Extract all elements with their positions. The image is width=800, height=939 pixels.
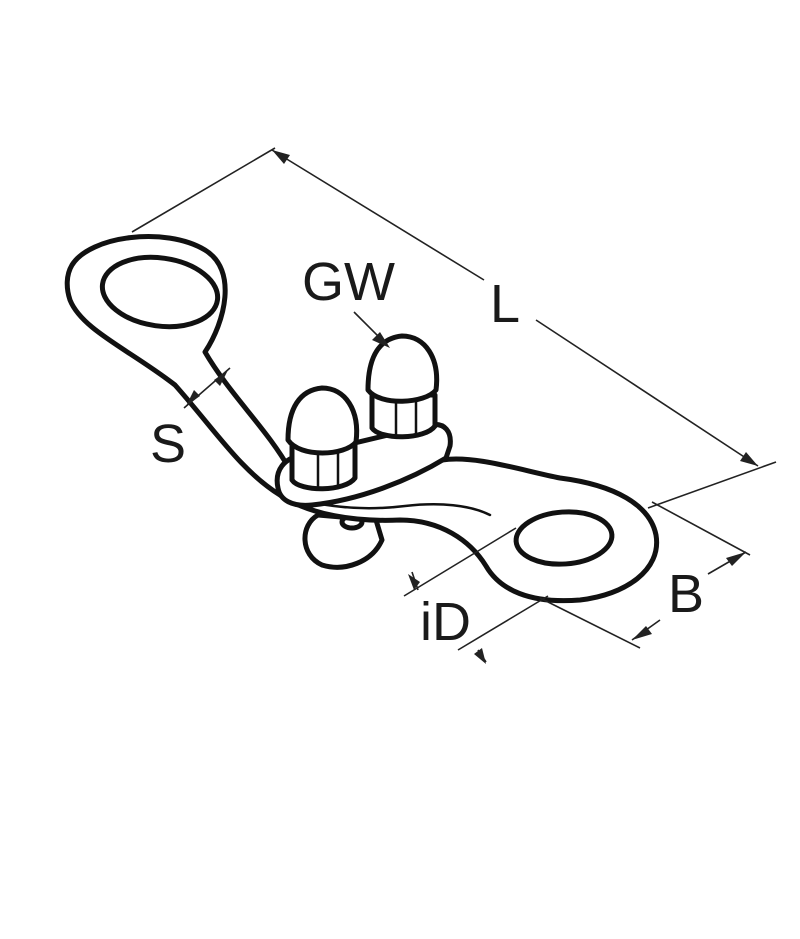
clamp-underbody [302, 512, 385, 570]
acorn-nut-front [285, 385, 360, 492]
width-label: B [668, 564, 704, 624]
acorn-nut-back [365, 333, 440, 440]
screw-dimension: GW [302, 252, 395, 348]
inner-diameter-dimension: iD [403, 527, 549, 664]
width-dimension: B [539, 501, 751, 649]
length-dimension: L [131, 147, 777, 509]
length-label: L [490, 274, 520, 334]
screw-label: GW [302, 252, 395, 312]
inner-diameter-label: iD [420, 592, 471, 652]
left-eye-hole [99, 254, 221, 330]
thickness-dimension: S [150, 367, 231, 474]
right-eye-hole [513, 509, 615, 567]
thickness-label: S [150, 414, 186, 474]
